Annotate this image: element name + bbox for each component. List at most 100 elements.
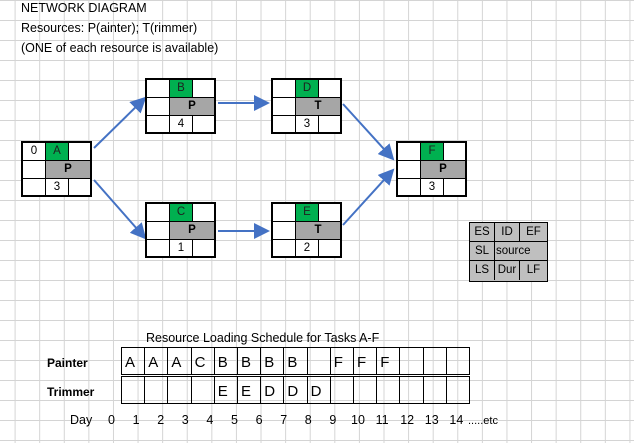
node-legend: ES ID EF SL source LS Dur LF <box>469 222 548 282</box>
day-label: Day <box>70 413 93 427</box>
trimmer-slot: D <box>308 377 331 404</box>
node-b-lf <box>193 116 214 134</box>
node-c-id: C <box>170 204 193 222</box>
diagram-title: NETWORK DIAGRAM <box>21 1 147 15</box>
node-c-ef <box>193 204 214 222</box>
node-a-es: 0 <box>23 143 46 161</box>
trimmer-slot: E <box>238 377 262 404</box>
trimmer-slot <box>400 377 424 404</box>
node-b-ef <box>193 80 214 98</box>
painter-slot: F <box>354 348 378 375</box>
day-tick: 12 <box>400 413 415 427</box>
trimmer-label: Trimmer <box>47 385 95 399</box>
node-e: E T 2 <box>271 202 342 258</box>
painter-slot: F <box>331 348 354 375</box>
node-b-sl <box>147 98 170 116</box>
painter-slot <box>447 348 470 375</box>
trimmer-slot <box>192 377 215 404</box>
node-b-resource: P <box>170 98 214 116</box>
day-tick: 5 <box>231 413 238 427</box>
node-c: C P 1 <box>145 202 216 258</box>
node-c-ls <box>147 240 170 258</box>
legend-dur: Dur <box>495 261 520 280</box>
node-b: B P 4 <box>145 78 216 134</box>
node-d: D T 3 <box>271 78 342 134</box>
trimmer-slot: E <box>215 377 238 404</box>
node-e-dur: 2 <box>296 240 319 258</box>
day-tick: 3 <box>181 413 189 427</box>
painter-slot <box>424 348 447 375</box>
trimmer-slot <box>447 377 470 404</box>
day-tick: 8 <box>304 413 312 427</box>
painter-slot: B <box>284 348 308 375</box>
legend-lf: LF <box>526 264 541 276</box>
day-tick: 9 <box>329 413 337 427</box>
painter-slot: A <box>122 348 146 375</box>
etc-label: .....etc <box>468 415 498 427</box>
trimmer-slot <box>145 377 169 404</box>
legend-id: ID <box>495 223 520 242</box>
node-b-id: B <box>170 80 193 98</box>
painter-slot: F <box>377 348 401 375</box>
node-d-dur: 3 <box>296 116 319 134</box>
arrow-a-c <box>93 179 147 240</box>
arrow-d-f <box>342 103 395 161</box>
day-tick: 14 <box>449 413 464 427</box>
painter-slot: B <box>238 348 262 375</box>
node-f-es <box>398 143 421 161</box>
painter-slot: C <box>192 348 215 375</box>
node-b-es <box>147 80 170 98</box>
painter-label: Painter <box>47 356 88 370</box>
node-d-sl <box>273 98 296 116</box>
node-a-lf <box>69 179 90 197</box>
trimmer-slot <box>122 377 146 404</box>
node-a-dur: 3 <box>46 179 69 197</box>
node-e-lf <box>319 240 340 258</box>
trimmer-slot: D <box>261 377 285 404</box>
node-e-ef <box>319 204 340 222</box>
day-tick: 4 <box>206 413 214 427</box>
node-f-resource: P <box>421 161 465 179</box>
trimmer-slot <box>424 377 447 404</box>
day-tick: 10 <box>351 413 365 427</box>
node-d-id: D <box>296 80 319 98</box>
resources-note: Resources: P(ainter); T(rimmer) <box>21 21 198 35</box>
node-d-es <box>273 80 296 98</box>
node-f-dur: 3 <box>421 179 444 197</box>
day-tick: 6 <box>255 413 263 427</box>
node-a-resource: P <box>46 161 90 179</box>
node-e-resource: T <box>296 222 340 240</box>
legend-sl: SL <box>470 242 495 261</box>
node-f: F P 3 <box>396 141 467 197</box>
day-tick: 0 <box>108 413 115 427</box>
day-tick: 7 <box>280 413 288 427</box>
painter-slot <box>400 348 424 375</box>
node-e-id: E <box>296 204 319 222</box>
node-b-dur: 4 <box>170 116 193 134</box>
trimmer-slot <box>377 377 401 404</box>
node-f-sl <box>398 161 421 179</box>
node-a-ef <box>69 143 90 161</box>
node-d-resource: T <box>296 98 340 116</box>
arrow-e-f <box>342 168 395 226</box>
painter-slot <box>308 348 331 375</box>
availability-note: (ONE of each resource is available) <box>21 41 219 55</box>
node-d-ef <box>319 80 340 98</box>
node-f-id: F <box>421 143 444 161</box>
node-d-lf <box>319 116 340 134</box>
painter-slot: A <box>145 348 169 375</box>
node-f-ef <box>444 143 465 161</box>
painter-slot: A <box>168 348 192 375</box>
painter-slot: B <box>261 348 285 375</box>
legend-source: source <box>495 242 547 261</box>
node-d-ls <box>273 116 296 134</box>
node-c-lf <box>193 240 214 258</box>
legend-ef: EF <box>520 223 547 242</box>
schedule-title: Resource Loading Schedule for Tasks A-F <box>146 331 380 345</box>
day-tick: 13 <box>424 413 439 427</box>
node-a: 0 A P 3 <box>21 141 92 197</box>
